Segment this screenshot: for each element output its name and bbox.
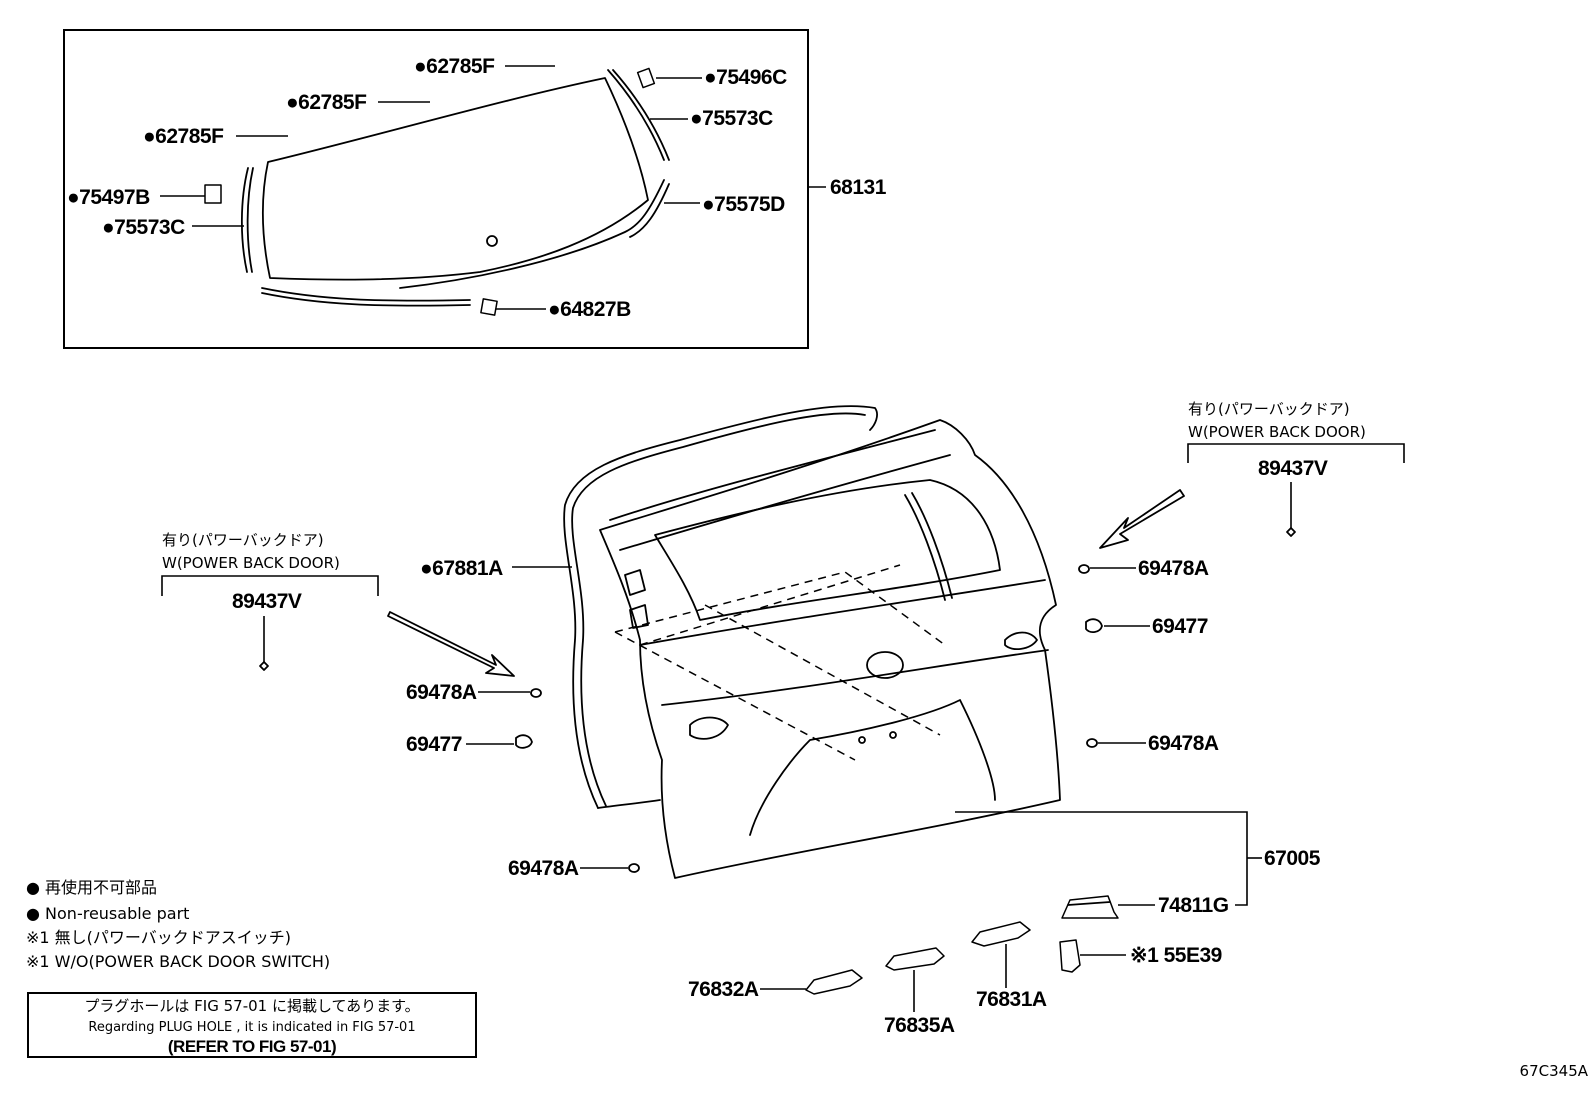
condition-en-left: W(POWER BACK DOOR) (162, 554, 340, 572)
emblem-mount (866, 651, 904, 679)
plate-screw-right (889, 731, 897, 739)
arrow-left (387, 611, 515, 677)
condition-en-right: W(POWER BACK DOOR) (1188, 423, 1366, 441)
door-hole-left-lower (689, 716, 729, 740)
label-68131: 68131 (830, 176, 887, 199)
license-plate-recess (749, 699, 996, 836)
arrow-right (1099, 489, 1185, 549)
spacer-75496c (636, 67, 656, 89)
label-76831a: 76831A (976, 988, 1047, 1011)
label-69477-2: 69477 (1152, 615, 1208, 638)
label-69478a-4: 69478A (508, 857, 579, 880)
label-75575d: ●75575D (702, 193, 785, 216)
back-door-panel-67005 (599, 419, 1061, 879)
door-window-frame (904, 494, 946, 601)
spoiler-lower-edge (619, 454, 951, 551)
molding-75573c-right-edge (612, 69, 670, 161)
label-75497b: ●75497B (67, 186, 150, 209)
legend-line-2: ● Non-reusable part (26, 904, 189, 923)
figure-id: 67C345A (1520, 1062, 1589, 1080)
cushion-69477-left (515, 734, 533, 749)
door-hole-right (1004, 631, 1038, 651)
bracket-76832a (805, 969, 863, 995)
door-window-opening (654, 479, 1001, 621)
door-hole-left-upper (624, 569, 646, 596)
label-69477-1: 69477 (406, 733, 462, 756)
door-lower-crease (661, 649, 1049, 706)
switch-74811g-detail (1067, 901, 1111, 906)
molding-75575d (399, 179, 665, 289)
condition-jp-left: 有り(パワーバックドア) (162, 531, 324, 549)
weatherstrip-67881a (563, 405, 878, 809)
glass-inset-box (63, 29, 809, 349)
leader-67005-bracket (955, 811, 1248, 906)
note-line-1: プラグホールは FIG 57-01 に掲載してあります。 (84, 997, 419, 1015)
label-74811g: 74811G (1158, 894, 1229, 917)
switch-74811g (1061, 895, 1119, 919)
door-window-frame-edge (911, 492, 953, 599)
molding-75573c-left (240, 167, 249, 273)
door-hole-left-mid (629, 604, 649, 629)
weatherstrip-67881a-inner (571, 412, 866, 807)
bracket-76831a (971, 921, 1031, 947)
weatherstrip-bottom (597, 799, 661, 809)
spoiler-edge (609, 429, 936, 521)
label-69478a-1: 69478A (406, 681, 477, 704)
label-62785f-c: ●62785F (143, 125, 224, 148)
cushion-69478a-right-lower (1086, 738, 1098, 748)
label-76835a: 76835A (884, 1014, 955, 1037)
label-69478a-3: 69478A (1148, 732, 1219, 755)
label-69478a-2: 69478A (1138, 557, 1209, 580)
lower-molding (261, 287, 471, 302)
cushion-69477-right (1085, 618, 1103, 633)
molding-75573c-left-edge (246, 167, 254, 273)
label-89437v-left: 89437V (232, 590, 302, 613)
spacer-75497b (204, 184, 222, 204)
molding-75575d-edge (629, 183, 670, 238)
note-line-3: (REFER TO FIG 57-01) (168, 1037, 336, 1056)
condition-jp-right: 有り(パワーバックドア) (1188, 400, 1350, 418)
cushion-69478a-left (530, 688, 542, 698)
label-62785f-b: ●62785F (286, 91, 367, 114)
legend-line-4: ※1 W/O(POWER BACK DOOR SWITCH) (26, 952, 330, 971)
subframe-dashed-c (704, 604, 941, 736)
part-55e39 (1059, 939, 1081, 973)
cushion-69478a-right-upper (1078, 564, 1090, 574)
molding-75573c-right (607, 69, 665, 161)
subframe-dashed-a (614, 571, 946, 646)
switch-89437v-left (259, 661, 269, 671)
label-55e39: ※1 55E39 (1130, 944, 1222, 967)
bracket-76835a (885, 947, 945, 971)
label-75496c: ●75496C (704, 66, 787, 89)
label-62785f-a: ●62785F (414, 55, 495, 78)
glass-clip-hole (486, 235, 498, 247)
lower-molding-edge (261, 292, 471, 307)
label-67881a: ●67881A (420, 557, 503, 580)
plate-screw-left (858, 736, 866, 744)
back-window-glass (262, 77, 649, 281)
switch-89437v-right (1286, 527, 1296, 537)
label-89437v-right: 89437V (1258, 457, 1328, 480)
dam-64827b (480, 298, 498, 316)
label-76832a: 76832A (688, 978, 759, 1001)
subframe-dashed-d (639, 564, 901, 646)
label-64827b: ●64827B (548, 298, 631, 321)
subframe-dashed-b (614, 631, 856, 761)
condition-bracket-right (1187, 443, 1405, 463)
label-67005: 67005 (1264, 847, 1321, 870)
note-line-2: Regarding PLUG HOLE , it is indicated in… (88, 1020, 415, 1035)
legend-line-3: ※1 無し(パワーバックドアスイッチ) (26, 928, 291, 947)
cushion-69478a-bottom (628, 863, 640, 873)
legend-line-1: ● 再使用不可部品 (26, 878, 157, 897)
condition-bracket-left (161, 575, 379, 596)
note-box (27, 992, 477, 1058)
label-75573c-right: ●75573C (690, 107, 773, 130)
door-crease (639, 579, 1046, 646)
label-75573c-left: ●75573C (102, 216, 185, 239)
